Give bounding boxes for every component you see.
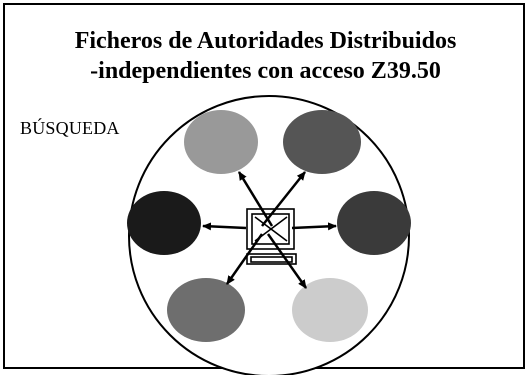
node-top-left (184, 110, 258, 174)
computer-icon (246, 208, 297, 265)
node-right (337, 191, 411, 255)
node-top-right (283, 110, 361, 174)
node-bottom-left (167, 278, 245, 342)
title-line-2: -independientes con acceso Z39.50 (90, 58, 441, 84)
arrow-to-right (291, 222, 337, 231)
arrow-to-bottom-left (225, 233, 264, 285)
arrow-to-top-right (261, 171, 306, 227)
arrow-to-bottom-right (266, 233, 308, 289)
node-left (127, 191, 201, 255)
arrow-to-left (202, 222, 247, 231)
node-bottom-right (292, 278, 368, 342)
connection-arrows (202, 171, 337, 289)
slide-title: Ficheros de Autoridades Distribuidos -in… (0, 26, 531, 86)
title-line-1: Ficheros de Autoridades Distribuidos (74, 28, 457, 54)
arrow-to-top-left (237, 171, 274, 227)
search-label: BÚSQUEDA (20, 118, 120, 138)
